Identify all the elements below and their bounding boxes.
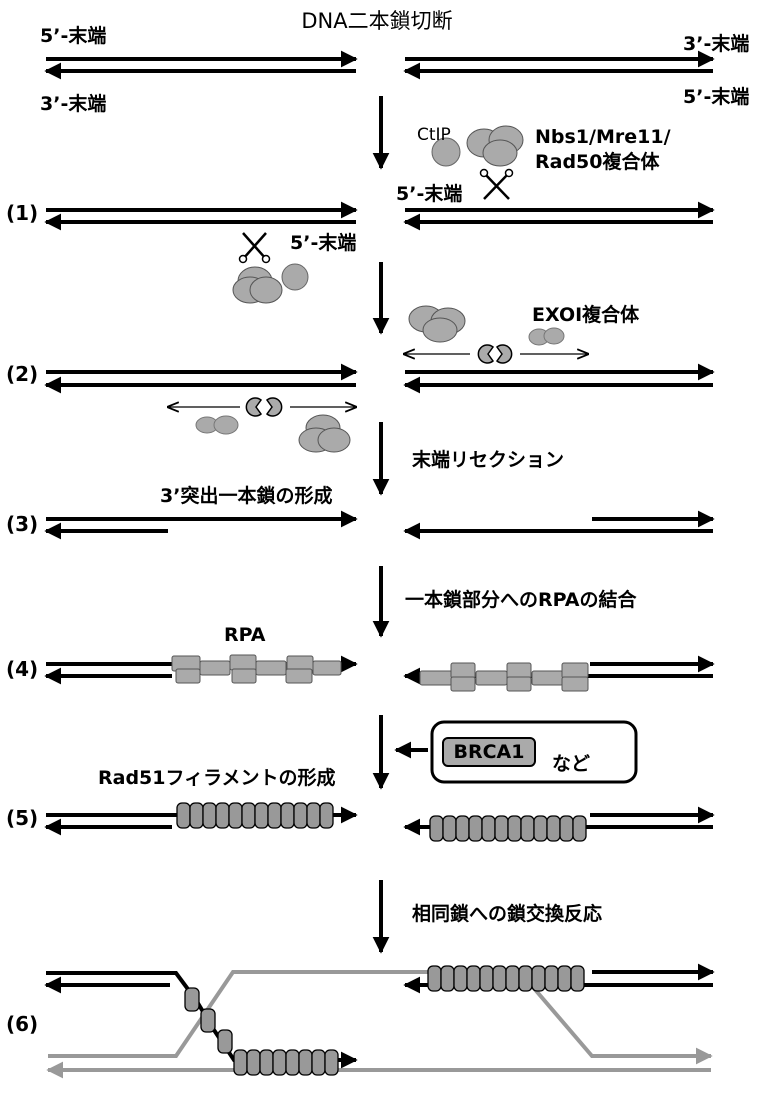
- mrn-complex: [466, 125, 524, 167]
- label-brca1: BRCA1: [454, 741, 525, 763]
- rad51-filament: [427, 965, 585, 992]
- dna-duplex-left: [44, 363, 358, 394]
- label-rpa: RPA: [224, 624, 266, 646]
- dna-duplex-left: [44, 50, 358, 80]
- step-label: (2): [6, 362, 38, 386]
- mrn-complex: [232, 266, 283, 304]
- dna-duplex-right: [403, 510, 715, 540]
- scissors-icon: [238, 232, 271, 264]
- brca1-protein: [442, 737, 536, 767]
- dna-duplex-left: [44, 510, 358, 540]
- label-exo1: EXOI複合体: [532, 303, 640, 326]
- step-label: (1): [6, 201, 38, 225]
- step-label: (4): [6, 657, 38, 681]
- rpa-protein: [171, 654, 342, 684]
- label-nado: など: [552, 753, 590, 775]
- step-label: (3): [6, 512, 38, 536]
- step-label: (6): [6, 1012, 38, 1036]
- exo1-subunit: [195, 415, 239, 435]
- label-3-end: 3’-末端: [683, 32, 749, 55]
- dna-duplex-right: [403, 363, 715, 394]
- label-5-end: 5’-末端: [396, 182, 462, 205]
- label-3-end: 3’-末端: [40, 92, 106, 115]
- mrn-complex: [298, 414, 351, 453]
- rad51-filament: [176, 802, 334, 829]
- homologous-strand: [48, 970, 713, 1065]
- label-5-end: 5’-末端: [683, 85, 749, 108]
- label-ctip: CtIP: [417, 125, 451, 145]
- label-5-end: 5’-末端: [40, 24, 106, 47]
- dna-duplex-right: [403, 50, 715, 80]
- rad51-filament: [184, 987, 339, 1076]
- mrn-complex: [408, 305, 466, 343]
- pacman-nuclease-icon: [477, 344, 495, 364]
- label-rpa-binding: 一本鎖部分へのRPAの結合: [405, 588, 638, 611]
- label-rad51: Rad51フィラメントの形成: [98, 766, 336, 789]
- ctip-protein: [281, 263, 309, 291]
- pacman-nuclease-icon: [495, 344, 513, 364]
- rpa-protein: [419, 662, 589, 692]
- ctip-protein: [431, 137, 461, 167]
- label-mrn: Rad50複合体: [535, 150, 660, 173]
- dna-duplex-left: [44, 201, 358, 231]
- rad51-filament: [429, 815, 587, 842]
- pacman-nuclease-icon: [245, 397, 263, 417]
- exo1-subunit: [528, 327, 565, 346]
- label-5-end: 5’-末端: [290, 231, 356, 254]
- step-label: (5): [6, 806, 38, 830]
- label-mrn: Nbs1/Mre11/: [535, 126, 671, 148]
- label-resection: 末端リセクション: [412, 448, 564, 471]
- label-overhang: 3’突出一本鎖の形成: [160, 484, 332, 507]
- scissors-icon: [479, 168, 514, 200]
- pacman-nuclease-icon: [265, 397, 283, 417]
- label-strand-exchange: 相同鎖への鎖交換反応: [412, 902, 602, 925]
- title: DNA二本鎖切断: [301, 9, 452, 33]
- dna-duplex-right: [403, 201, 715, 231]
